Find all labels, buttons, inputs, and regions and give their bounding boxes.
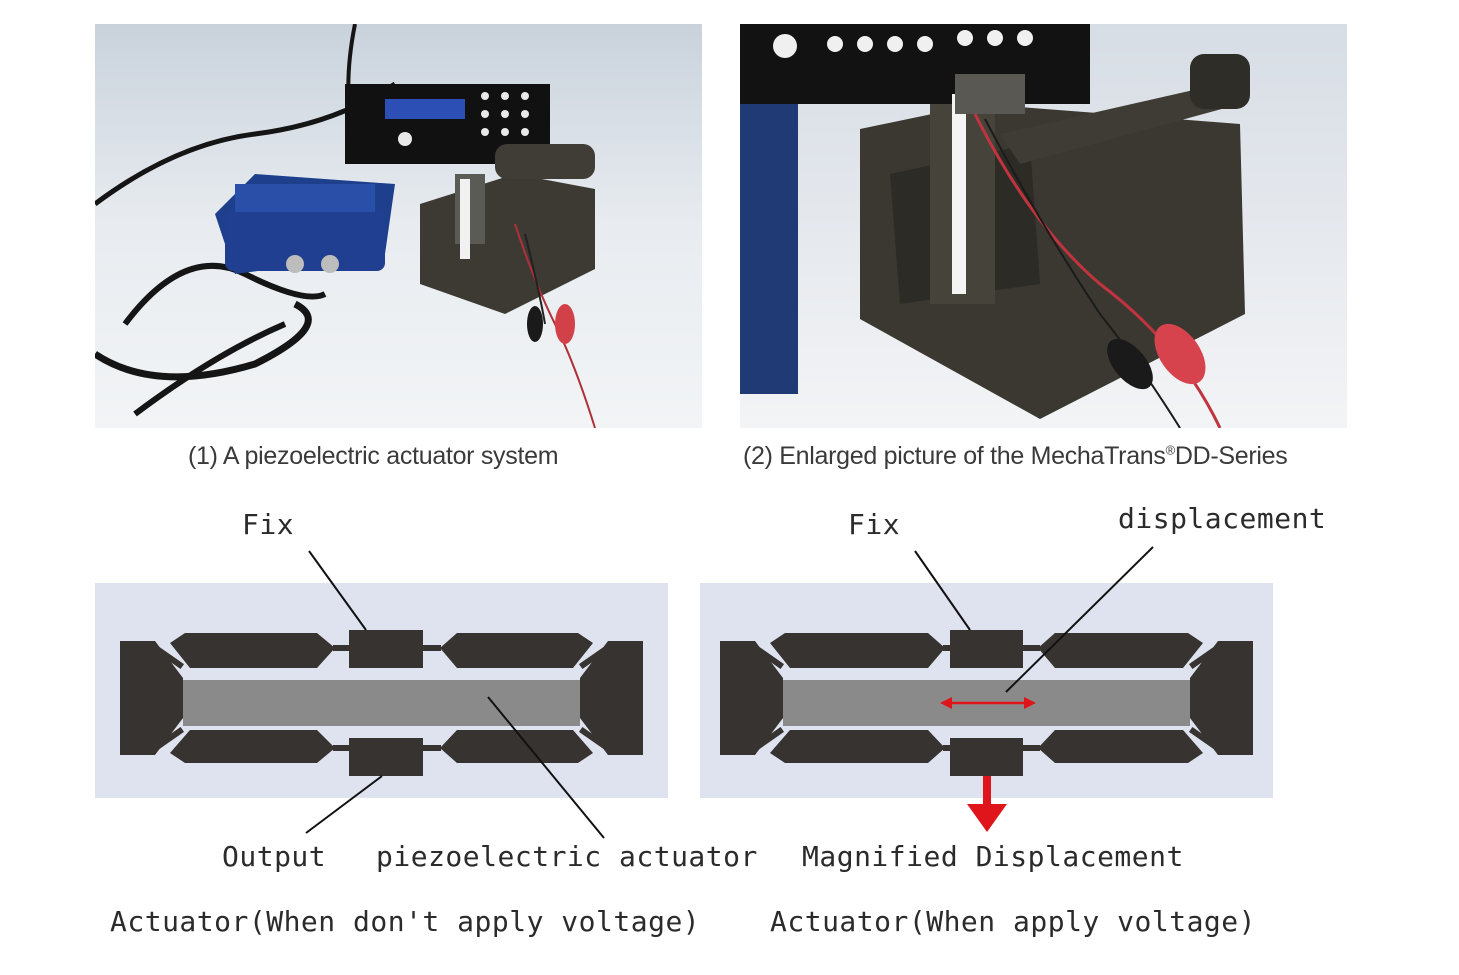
label-output: Output [222,840,327,873]
actuator-diagram-no-voltage [95,583,668,798]
label-fix-left: Fix [242,508,295,541]
photo2-caption-main: (2) Enlarged picture of the MechaTrans [743,442,1166,470]
photo2-caption-tail: DD-Series [1174,442,1288,470]
actuator-diagram-with-voltage [700,583,1273,798]
label-magnified-displacement: Magnified Displacement [802,840,1184,873]
photo2-caption: (2) Enlarged picture of the MechaTrans®D… [743,442,1288,471]
magnified-displacement-arrow [967,776,1007,832]
photo1-caption: (1) A piezoelectric actuator system [188,442,559,470]
registered-mark: ® [1165,442,1176,458]
label-piezoelectric-actuator: piezoelectric actuator [376,840,758,873]
photo-actuator-system [95,24,702,428]
photo-enlarged-mechatrans [740,24,1347,428]
caption-actuator-with-voltage: Actuator(When apply voltage) [770,905,1257,938]
caption-actuator-no-voltage: Actuator(When don't apply voltage) [110,905,701,938]
label-displacement: displacement [1118,502,1327,535]
label-fix-right: Fix [848,508,901,541]
